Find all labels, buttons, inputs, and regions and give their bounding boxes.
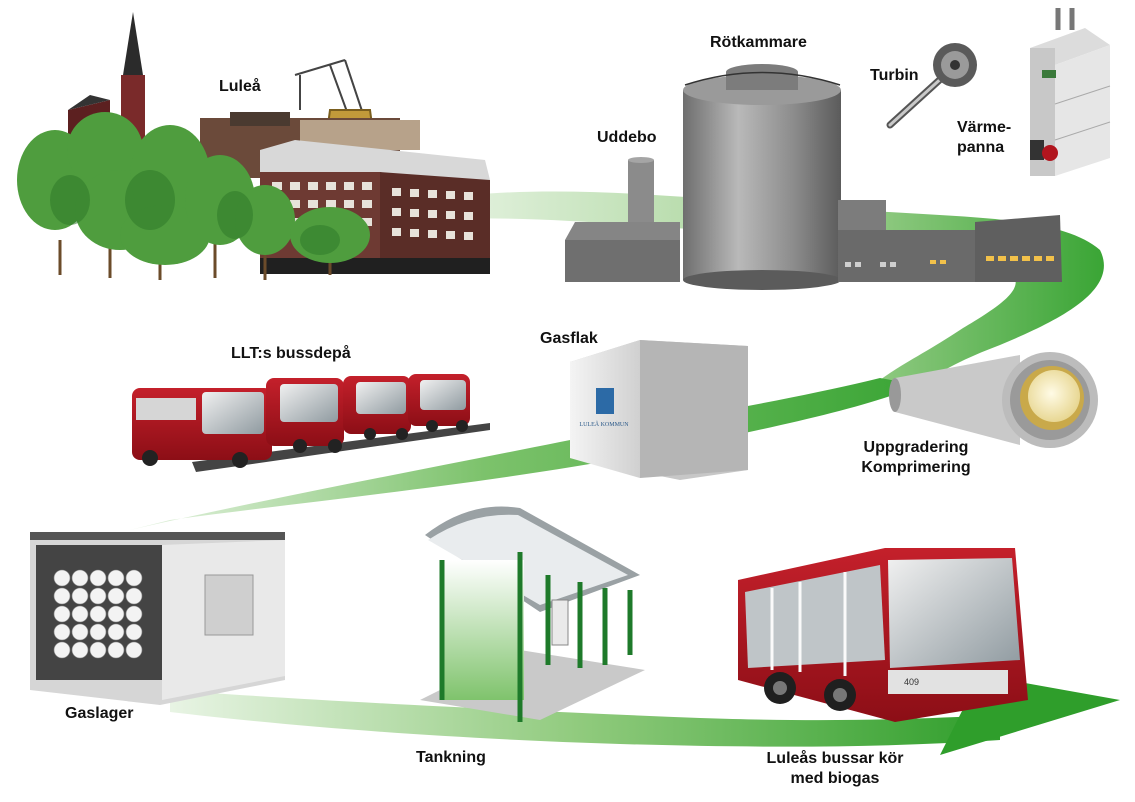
label-varmepanna-line1: Värme- — [957, 119, 1012, 136]
crane-icon — [294, 59, 374, 126]
gasflak-logo-text: LULEÅ KOMMUN — [579, 420, 629, 428]
label-bussar-line2: med biogas — [790, 770, 880, 787]
lulea-town-illustration — [17, 12, 490, 280]
gas-storage-container — [30, 532, 285, 705]
label-uppgradering-line1: Uppgradering — [863, 439, 969, 456]
digester-silo — [683, 64, 841, 290]
depot-bus — [132, 388, 272, 468]
depot-bus — [266, 378, 344, 453]
fuel-station — [420, 506, 645, 722]
label-bussdepa: LLT:s bussdepå — [231, 345, 351, 362]
depot-bus — [343, 376, 411, 440]
boiler-icon — [1030, 8, 1111, 176]
label-uppgradering-line2: Komprimering — [861, 459, 971, 476]
gasflak-container: LULEÅ KOMMUN — [570, 340, 748, 480]
label-bussar-line1: Luleås bussar kör — [766, 750, 904, 767]
label-uddebo: Uddebo — [597, 129, 657, 146]
flow-segment-bottom — [170, 690, 1000, 747]
label-turbin: Turbin — [870, 67, 919, 84]
upgrading-cylinder — [889, 352, 1098, 448]
label-varmepanna-line2: panna — [957, 139, 1005, 156]
uddebo-plant-illustration — [565, 64, 1062, 290]
label-rotkammare: Rötkammare — [710, 34, 807, 51]
turbine-icon — [886, 43, 977, 129]
depot-bus — [408, 374, 470, 432]
bus-number-text: 409 — [904, 677, 919, 687]
label-tankning: Tankning — [416, 749, 486, 766]
label-gaslager: Gaslager — [65, 705, 134, 722]
trees — [17, 112, 370, 280]
brick-building — [260, 140, 490, 274]
bus-depot-illustration — [132, 374, 490, 472]
label-lulea: Luleå — [219, 78, 261, 95]
label-gasflak: Gasflak — [540, 330, 598, 347]
main-bus: 409 — [738, 548, 1028, 722]
